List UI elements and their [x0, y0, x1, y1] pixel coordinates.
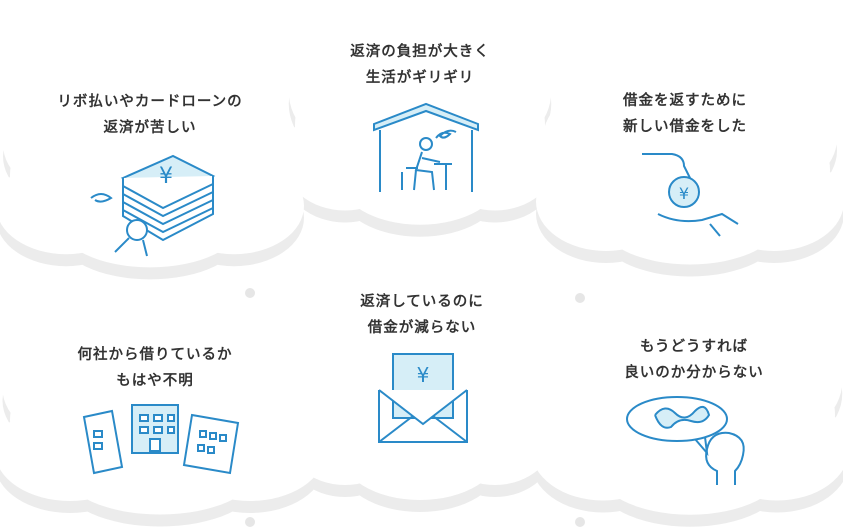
bubble-heavy-burden: 返済の負担が大きく 生活がギリギリ — [270, 39, 570, 91]
bubble-unknown-lenders: 何社から借りているか もはや不明 — [5, 342, 305, 394]
bubble-text-line1: もうどうすれば — [639, 339, 749, 355]
hand-coin-icon: ¥ — [642, 153, 739, 237]
bubble-text-line2: 良いのか分からない — [624, 365, 764, 381]
thought-dot — [575, 293, 585, 303]
bubble-text-line2: 生活がギリギリ — [365, 70, 475, 86]
bubble-revolving-debt: リボ払いやカードローンの 返済が苦しい — [0, 89, 300, 141]
buildings-icon — [82, 404, 240, 475]
bubble-text-line1: リボ払いやカードローンの — [57, 94, 243, 110]
bubble-text-line1: 借金を返すために — [623, 93, 747, 109]
bubble-new-loan: 借金を返すために 新しい借金をした — [535, 88, 835, 140]
bubble-debt-not-decreasing: 返済しているのに 借金が減らない — [272, 289, 572, 341]
bubble-text-line2: 借金が減らない — [367, 320, 477, 336]
bubble-text-line1: 返済しているのに — [360, 294, 484, 310]
yen-symbol: ¥ — [159, 164, 173, 189]
bubble-dont-know: もうどうすれば 良いのか分からない — [544, 334, 843, 386]
cloud — [536, 75, 843, 265]
thought-dot — [575, 517, 585, 527]
bubble-text-line1: 返済の負担が大きく — [350, 44, 490, 60]
bubble-text-line2: 返済が苦しい — [103, 120, 197, 136]
money-stack-icon: ¥ — [90, 154, 216, 257]
yen-symbol: ¥ — [417, 363, 430, 387]
bubble-text-line2: もはや不明 — [116, 373, 194, 389]
thought-dot — [245, 517, 255, 527]
envelope-bill-icon: ¥ — [378, 353, 468, 443]
thought-dot — [245, 288, 255, 298]
house-person-icon — [373, 102, 479, 192]
yen-symbol: ¥ — [679, 184, 689, 203]
bubble-text-line1: 何社から借りているか — [77, 347, 233, 363]
cloud — [282, 25, 558, 225]
cloud — [282, 290, 558, 500]
confused-head-icon — [626, 396, 745, 485]
bubble-text-line2: 新しい借金をした — [623, 119, 747, 135]
